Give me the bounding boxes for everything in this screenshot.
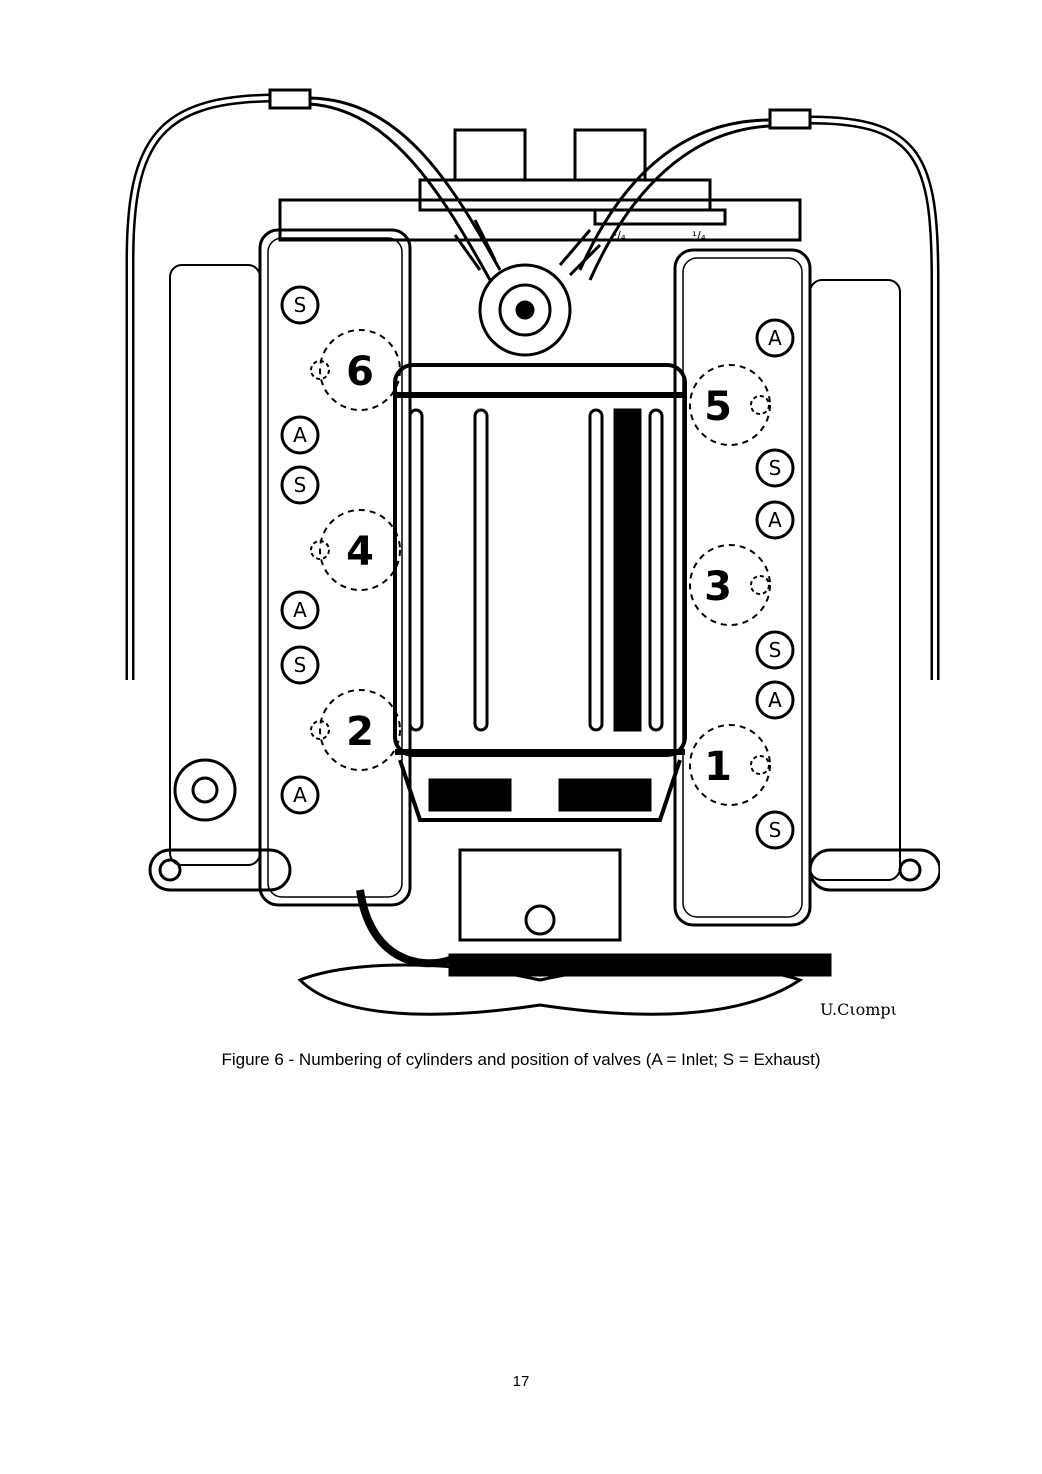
cylinder-number-4: 4 bbox=[346, 529, 374, 575]
cylinder-number-5: 5 bbox=[704, 384, 732, 430]
page-number: 17 bbox=[512, 1373, 530, 1390]
cylinder-number-1: 1 bbox=[704, 744, 732, 790]
valve-exhaust-label: S bbox=[294, 653, 307, 677]
gauge-mark-left: ⁴/₄ bbox=[612, 229, 626, 243]
cylinder-number-3: 3 bbox=[704, 564, 732, 610]
valve-exhaust-label: S bbox=[769, 818, 782, 842]
valve-inlet-label: A bbox=[768, 688, 782, 712]
valve-inlet-label: A bbox=[293, 783, 307, 807]
cylinder-number-2: 2 bbox=[346, 709, 374, 755]
valve-exhaust-label: S bbox=[769, 638, 782, 662]
artist-signature: U.Cιompι bbox=[820, 1000, 897, 1019]
valve-exhaust-label: S bbox=[294, 473, 307, 497]
valve-exhaust-label: S bbox=[294, 293, 307, 317]
valve-inlet-label: A bbox=[768, 508, 782, 532]
figure-caption: Figure 6 - Numbering of cylinders and po… bbox=[221, 1050, 821, 1069]
valve-inlet-label: A bbox=[293, 423, 307, 447]
gauge-mark-right: ¹/₄ bbox=[692, 229, 706, 243]
engine-diagram: 6 4 2 5 3 1 S A S A S A A S A S A S ⁴/₄ … bbox=[125, 88, 940, 1019]
valve-exhaust-label: S bbox=[769, 456, 782, 480]
valve-inlet-label: A bbox=[768, 326, 782, 350]
cylinder-number-6: 6 bbox=[346, 349, 374, 395]
valve-inlet-label: A bbox=[293, 598, 307, 622]
